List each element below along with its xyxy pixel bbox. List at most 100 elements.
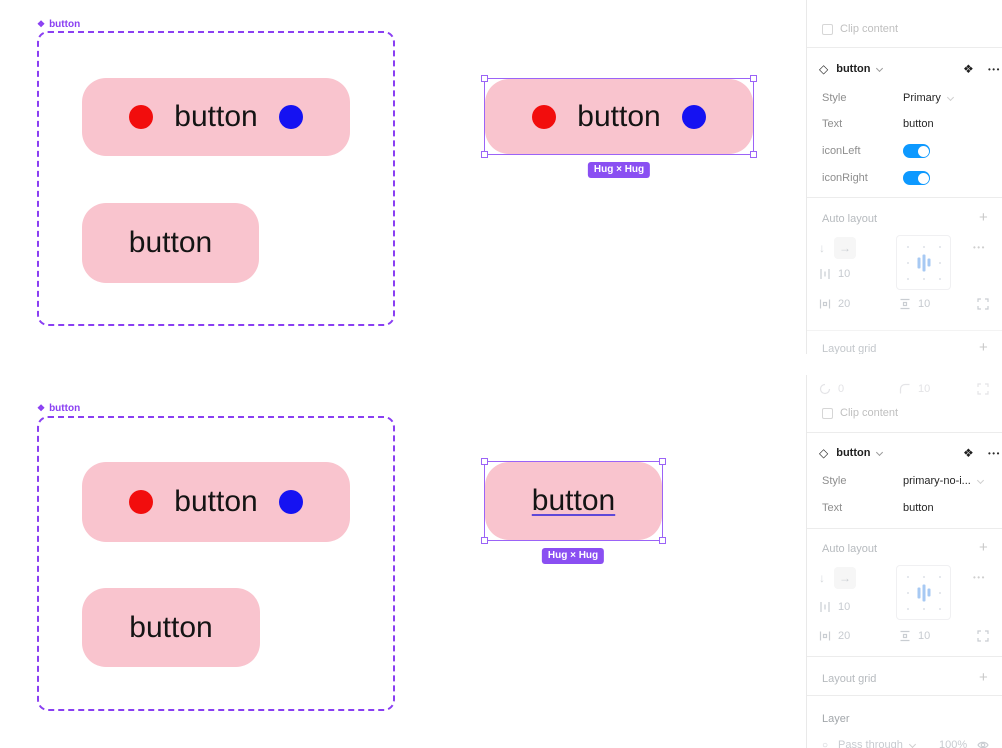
button-with-icons[interactable]: button (485, 79, 753, 154)
alignment-widget[interactable] (896, 565, 951, 620)
visibility-eye-icon[interactable] (977, 739, 989, 748)
selection-handle[interactable] (481, 151, 488, 158)
corner-radius-row[interactable]: 10 (899, 381, 930, 397)
style-value-dropdown[interactable]: Primary (903, 90, 954, 106)
vertical-padding-icon (900, 298, 910, 310)
direction-right-selected-icon[interactable]: → (834, 567, 856, 589)
opacity-field[interactable]: 100% (939, 737, 967, 748)
blend-mode-row[interactable]: ○ Pass through (822, 737, 916, 748)
horizontal-padding-row[interactable]: 20 (819, 628, 850, 644)
vertical-padding-row[interactable]: 10 (899, 628, 930, 644)
button-plain[interactable]: button (82, 588, 260, 667)
clip-content-row[interactable]: Clip content (822, 405, 898, 421)
direction-down-icon[interactable]: ↓ (819, 571, 825, 585)
add-layout-grid-button[interactable]: + (979, 669, 988, 686)
rotation-row[interactable]: 0 (819, 381, 844, 397)
item-spacing-row[interactable]: 10 (819, 266, 850, 282)
spacing-value[interactable]: 10 (838, 601, 851, 613)
component-icon: ❖ (37, 403, 46, 413)
style-property-row: Style (822, 473, 846, 489)
clip-content-checkbox[interactable] (822, 23, 833, 35)
component-frame-1 (37, 31, 395, 326)
property-label: iconLeft (822, 145, 861, 157)
spacing-value[interactable]: 10 (838, 268, 851, 280)
button-with-icons[interactable]: button (82, 78, 350, 156)
opacity-value[interactable]: 100% (939, 739, 968, 748)
auto-layout-direction-row: ↓ → (819, 567, 856, 589)
button-label: button (174, 485, 258, 518)
chevron-down-icon[interactable] (876, 64, 884, 72)
instance-swap-icon[interactable]: ❖ (963, 446, 974, 460)
rotation-value[interactable]: 0 (838, 383, 845, 395)
selection-handle[interactable] (481, 537, 488, 544)
corner-radius-value[interactable]: 10 (918, 383, 931, 395)
iconright-toggle[interactable] (903, 171, 930, 185)
section-title: Layer (822, 713, 850, 725)
horizontal-padding-icon (819, 631, 831, 641)
clip-content-row[interactable]: Clip content (822, 21, 898, 37)
blend-mode-value[interactable]: Pass through (838, 739, 903, 748)
more-options-icon[interactable]: ••• (988, 448, 1001, 458)
independent-corners-icon[interactable] (977, 383, 989, 395)
alignment-bars-icon (917, 584, 930, 601)
frame-label-button-1[interactable]: ❖ button (37, 19, 80, 30)
selection-handle[interactable] (750, 75, 757, 82)
horizontal-padding-value[interactable]: 20 (838, 630, 851, 642)
property-label: iconRight (822, 172, 868, 184)
style-value-dropdown[interactable]: primary-no-i... (903, 473, 984, 489)
iconleft-toggle[interactable] (903, 144, 930, 158)
clip-content-checkbox[interactable] (822, 407, 833, 419)
chevron-down-icon (976, 476, 984, 484)
size-badge: Hug × Hug (541, 548, 605, 564)
horizontal-padding-row[interactable]: 20 (819, 296, 850, 312)
button-plain[interactable]: button (485, 462, 662, 540)
direction-down-icon[interactable]: ↓ (819, 241, 825, 255)
independent-padding-icon[interactable] (977, 298, 989, 310)
chevron-down-icon (908, 740, 916, 748)
style-value[interactable]: Primary (903, 92, 941, 104)
section-title: Layout grid (822, 673, 877, 685)
alignment-widget[interactable] (896, 235, 951, 290)
selection-handle[interactable] (659, 537, 666, 544)
auto-layout-header: Auto layout (822, 211, 877, 227)
add-auto-layout-button[interactable]: + (979, 209, 988, 226)
selected-button-instance-1[interactable]: button (481, 75, 757, 158)
add-auto-layout-button[interactable]: + (979, 539, 988, 556)
selection-handle[interactable] (659, 458, 666, 465)
selection-handle[interactable] (481, 75, 488, 82)
more-options-icon[interactable]: ••• (988, 64, 1001, 74)
vertical-padding-value[interactable]: 10 (918, 630, 931, 642)
auto-layout-more-icon[interactable]: ••• (973, 243, 986, 252)
button-plain[interactable]: button (82, 203, 259, 283)
independent-padding-icon[interactable] (977, 630, 989, 642)
frame-label-text: button (49, 19, 81, 30)
text-value-field[interactable]: button (903, 116, 934, 132)
frame-label-button-2[interactable]: ❖ button (37, 403, 80, 414)
text-value[interactable]: button (903, 118, 934, 130)
item-spacing-row[interactable]: 10 (819, 599, 850, 615)
button-label: button (577, 99, 661, 133)
rotation-icon (819, 383, 831, 395)
text-value[interactable]: button (903, 502, 934, 514)
selection-handle[interactable] (750, 151, 757, 158)
vertical-padding-icon (900, 630, 910, 642)
horizontal-padding-value[interactable]: 20 (838, 298, 851, 310)
style-value[interactable]: primary-no-i... (903, 475, 971, 487)
button-with-icons[interactable]: button (82, 462, 350, 542)
layout-grid-header: Layout grid (822, 341, 876, 354)
instance-swap-icon[interactable]: ❖ (963, 62, 974, 76)
button-label: button (129, 610, 213, 644)
iconleft-property-row: iconLeft (822, 143, 861, 159)
selection-handle[interactable] (481, 458, 488, 465)
component-name[interactable]: button (836, 447, 871, 459)
direction-right-selected-icon[interactable]: → (834, 237, 856, 259)
auto-layout-more-icon[interactable]: ••• (973, 573, 986, 582)
text-value-field[interactable]: button (903, 500, 934, 516)
chevron-down-icon[interactable] (876, 448, 884, 456)
add-layout-grid-button[interactable]: + (979, 339, 988, 354)
vertical-padding-value[interactable]: 10 (918, 298, 931, 310)
chevron-down-icon (946, 93, 954, 101)
vertical-padding-row[interactable]: 10 (899, 296, 930, 312)
component-name[interactable]: button (836, 63, 871, 75)
selected-button-instance-2[interactable]: button (481, 458, 666, 544)
